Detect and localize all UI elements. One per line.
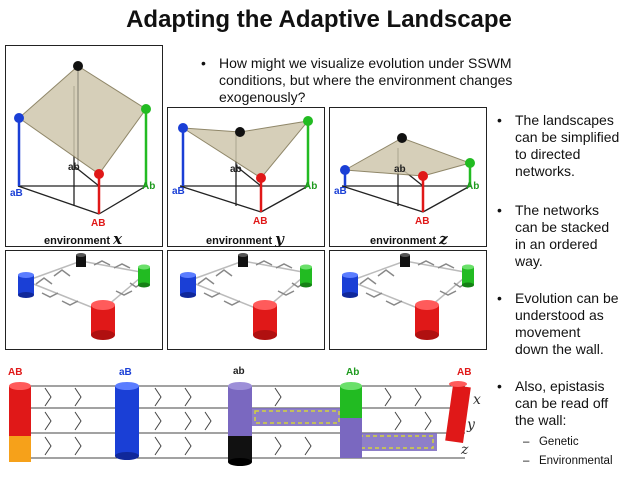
- bullet-3: • Evolution can be understood as movemen…: [497, 290, 619, 357]
- bullet-line: down the wall.: [515, 341, 604, 357]
- sub-bullet-environmental: – Environmental: [523, 455, 613, 467]
- label-aB: aB: [334, 186, 347, 197]
- slide-title: Adapting the Adaptive Landscape: [126, 6, 512, 33]
- cylinder-ab-icon: [400, 253, 410, 267]
- bullet-line: in an ordered: [515, 236, 598, 252]
- bullet-line: to directed: [515, 146, 581, 162]
- label-ab: ab: [394, 164, 406, 175]
- label-aB: aB: [172, 186, 185, 197]
- cylinder-ab-icon: [238, 253, 248, 267]
- bullet-line: understood as: [515, 307, 604, 323]
- wall-label-aB: aB: [119, 367, 132, 378]
- cylinder-AB-icon: [415, 300, 439, 340]
- network-edges: [185, 260, 310, 312]
- network-edges: [23, 260, 148, 312]
- bullet-line: movement: [515, 324, 581, 340]
- label-Ab: Ab: [304, 181, 318, 192]
- bullet-4: • Also, epistasis can be read off the wa…: [497, 378, 609, 428]
- environment-symbol: y: [275, 230, 284, 248]
- bullet-2: • The networks can be stacked in an orde…: [497, 202, 610, 269]
- bullet-line: Also, epistasis: [515, 378, 605, 394]
- evolution-wall-diagram: [9, 381, 471, 466]
- cylinder-ab-icon: [76, 253, 86, 267]
- label-ab: ab: [230, 164, 242, 175]
- label-AB: AB: [253, 216, 268, 227]
- bullet-line: the wall:: [515, 412, 567, 428]
- bullet-line: way.: [515, 253, 543, 269]
- bullet-line: can be read off: [515, 395, 609, 411]
- cylinder-AB-icon: [91, 300, 115, 340]
- landscape-graph-y: [178, 116, 313, 213]
- bullet-line: can be simplified: [515, 129, 620, 145]
- cylinder-aB-icon: [342, 272, 358, 298]
- cylinder-Ab-icon: [300, 264, 312, 288]
- wall-label-AB-right: AB: [457, 367, 472, 378]
- bullet-line: The networks: [515, 202, 600, 218]
- bullet-1: • The landscapes can be simplified to di…: [497, 112, 620, 179]
- label-Ab: Ab: [142, 181, 156, 192]
- environment-label-z: environment z: [370, 230, 448, 248]
- label-Ab: Ab: [466, 181, 480, 192]
- network-edges: [347, 260, 472, 312]
- label-aB: aB: [10, 188, 23, 199]
- network-panel-y: [167, 250, 325, 350]
- wall-label-AB-left: AB: [8, 367, 23, 378]
- bullet-line: Evolution can be: [515, 290, 619, 306]
- label-AB: AB: [415, 216, 430, 227]
- bullet-line: can be stacked: [515, 219, 610, 235]
- cylinder-AB-icon: [253, 300, 277, 340]
- landscape-panel-y: ab aB Ab AB environment y: [167, 107, 325, 248]
- wall-label-Ab: Ab: [346, 367, 360, 378]
- environment-symbol: z: [439, 230, 448, 248]
- sub-bullet-genetic: – Genetic: [523, 436, 579, 448]
- environment-label-x: environment x: [44, 230, 123, 248]
- wall-env-z: z: [461, 442, 469, 458]
- question-bullet: • How might we visualize evolution under…: [201, 55, 513, 105]
- wall-env-x: x: [473, 392, 481, 408]
- wall-env-y: y: [467, 417, 475, 433]
- environment-symbol: x: [113, 230, 123, 248]
- landscape-panel-x: ab aB Ab AB environment x: [5, 45, 163, 248]
- network-panel-z: [329, 250, 487, 350]
- network-panel-x: [5, 250, 163, 350]
- bullet-line: networks.: [515, 163, 575, 179]
- label-AB: AB: [91, 218, 106, 229]
- landscape-panel-z: ab aB Ab AB environment z: [329, 107, 487, 248]
- question-line: How might we visualize evolution under S…: [219, 55, 512, 71]
- cylinder-Ab-icon: [138, 264, 150, 288]
- cylinder-aB-icon: [18, 272, 34, 298]
- environment-label-y: environment y: [206, 230, 284, 248]
- cylinder-aB-icon: [180, 272, 196, 298]
- label-ab: ab: [68, 162, 80, 173]
- cylinder-Ab-icon: [462, 264, 474, 288]
- wall-label-ab: ab: [233, 366, 245, 377]
- landscape-graph-x: [14, 61, 151, 215]
- question-line: conditions, but where the environment ch…: [219, 72, 513, 88]
- question-line: exogenously?: [219, 89, 306, 105]
- bullet-line: The landscapes: [515, 112, 614, 128]
- landscape-graph-z: [340, 133, 475, 213]
